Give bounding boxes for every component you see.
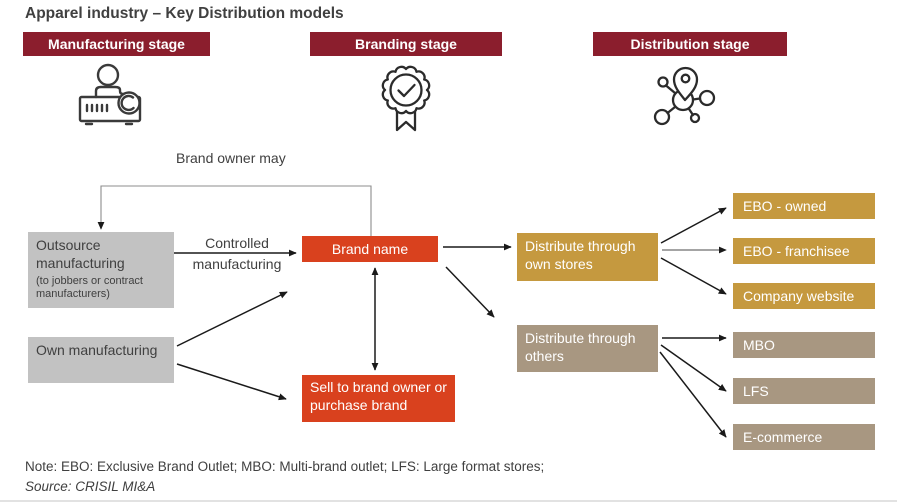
arrow-distown-to-company-website — [660, 257, 727, 295]
label-controlled: Controlled — [205, 235, 269, 251]
node-lfs: LFS — [733, 378, 875, 404]
node-company-website: Company website — [733, 283, 875, 309]
node-distribute-others: Distribute through others — [517, 325, 658, 372]
arrow-distothers-to-lfs — [660, 344, 727, 392]
node-sell-to-brand-owner: Sell to brand owner or purchase brand — [302, 375, 455, 422]
arrow-brandname-to-dist-others — [445, 266, 495, 318]
node-outsource-manufacturing: Outsource manufacturing (to jobbers or c… — [28, 232, 174, 308]
node-ebo-franchisee: EBO - franchisee — [733, 238, 875, 264]
arrow-brandname-feedback-to-outsource — [97, 185, 372, 236]
page-title: Apparel industry – Key Distribution mode… — [25, 5, 344, 22]
arrow-distothers-to-ecommerce — [659, 351, 727, 438]
arrow-distown-to-ebo-owned — [660, 207, 727, 244]
node-mbo: MBO — [733, 332, 875, 358]
label-controlled-manufacturing: manufacturing — [192, 256, 282, 272]
arrow-own-to-sell — [176, 363, 287, 401]
award-badge-icon — [378, 60, 434, 134]
node-distribute-own-stores: Distribute through own stores — [517, 233, 658, 281]
source-note: Source: CRISIL MI&A — [25, 479, 156, 494]
node-own-manufacturing: Own manufacturing — [28, 337, 174, 383]
label-brand-owner-may: Brand owner may — [176, 150, 286, 166]
node-outsource-subtitle: (to jobbers or contract manufacturers) — [36, 274, 143, 300]
node-brand-name: Brand name — [302, 236, 438, 262]
header-distribution-stage: Distribution stage — [593, 32, 787, 56]
network-pin-icon — [648, 60, 722, 134]
header-branding-stage: Branding stage — [310, 32, 502, 56]
node-ecommerce: E-commerce — [733, 424, 875, 450]
node-outsource-title: Outsource manufacturing — [36, 237, 125, 271]
sewing-machine-icon — [72, 60, 148, 128]
header-manufacturing-stage: Manufacturing stage — [23, 32, 210, 56]
footnote: Note: EBO: Exclusive Brand Outlet; MBO: … — [25, 459, 545, 474]
node-ebo-owned: EBO - owned — [733, 193, 875, 219]
arrow-own-to-brandname — [176, 291, 288, 347]
